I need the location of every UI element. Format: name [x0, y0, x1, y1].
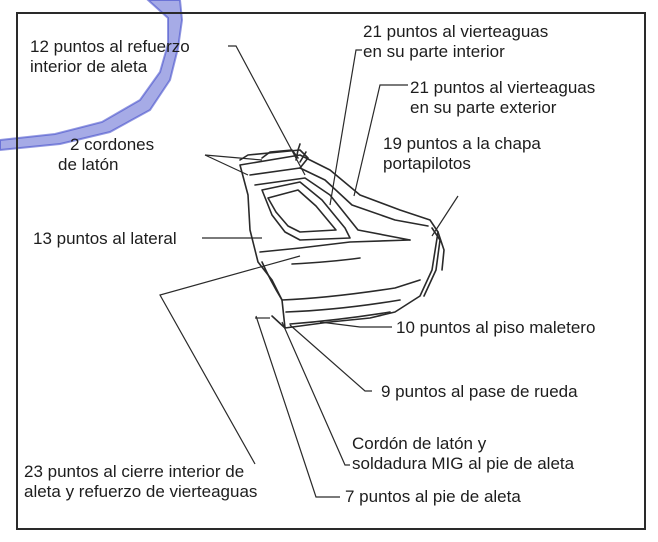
- leader-cierre: [159, 255, 301, 465]
- label-lateral: 13 puntos al lateral: [33, 229, 177, 248]
- label-cordon-mig-line1: Cordón de latón y: [352, 434, 487, 453]
- label-vierteaguas-interior: 21 puntos al vierteaguas en su parte int…: [363, 22, 548, 62]
- panel-outline: [239, 154, 439, 329]
- label-cierre-interior-line2: aleta y refuerzo de vierteaguas: [24, 482, 258, 501]
- label-chapa-portapilotos: 19 puntos a la chapa portapilotos: [383, 134, 541, 174]
- label-cordones-laton-line2: de latón: [58, 155, 119, 174]
- leader-cordones-1: [204, 154, 263, 161]
- leader-pase-rueda: [289, 324, 372, 392]
- label-cordones-laton-line1: 2 cordones: [70, 135, 155, 154]
- label-vierteaguas-exterior-line2: en su parte exterior: [410, 98, 557, 117]
- leader-cordones-2: [204, 154, 249, 176]
- label-vierteaguas-interior-line2: en su parte interior: [363, 42, 505, 61]
- label-pie-aleta: 7 puntos al pie de aleta: [345, 487, 521, 506]
- label-vierteaguas-exterior: 21 puntos al vierteaguas en su parte ext…: [410, 78, 595, 118]
- diagram-frame: [16, 12, 646, 530]
- label-refuerzo-aleta: 12 puntos al refuerzo interior de aleta: [30, 37, 190, 77]
- label-cierre-interior-line1: 23 puntos al cierre interior de: [24, 462, 245, 481]
- leader-mig: [281, 321, 350, 466]
- label-vierteaguas-exterior-line1: 21 puntos al vierteaguas: [410, 78, 596, 97]
- label-refuerzo-aleta-line2: interior de aleta: [30, 57, 148, 76]
- label-pase-rueda: 9 puntos al pase de rueda: [381, 382, 578, 401]
- label-chapa-portapilotos-line2: portapilotos: [383, 154, 471, 173]
- label-vierteaguas-interior-line1: 21 puntos al vierteaguas: [363, 22, 549, 41]
- leader-pie-aleta: [255, 315, 340, 498]
- label-chapa-portapilotos-line1: 19 puntos a la chapa: [383, 134, 541, 153]
- label-cierre-interior: 23 puntos al cierre interior de aleta y …: [24, 462, 257, 502]
- label-cordon-mig: Cordón de latón y soldadura MIG al pie d…: [352, 434, 574, 474]
- leader-portapilotos: [431, 195, 459, 237]
- leader-vierteaguas-interior: [329, 49, 362, 206]
- label-cordones-laton: 2 cordones de latón: [50, 135, 154, 175]
- label-refuerzo-aleta-line1: 12 puntos al refuerzo: [30, 37, 190, 56]
- leader-vierteaguas-exterior: [353, 84, 408, 197]
- label-cordon-mig-line2: soldadura MIG al pie de aleta: [352, 454, 575, 473]
- label-piso-maletero: 10 puntos al piso maletero: [396, 318, 596, 337]
- leader-refuerzo: [228, 45, 306, 176]
- panel-opening: [261, 181, 351, 241]
- leader-piso: [319, 321, 392, 328]
